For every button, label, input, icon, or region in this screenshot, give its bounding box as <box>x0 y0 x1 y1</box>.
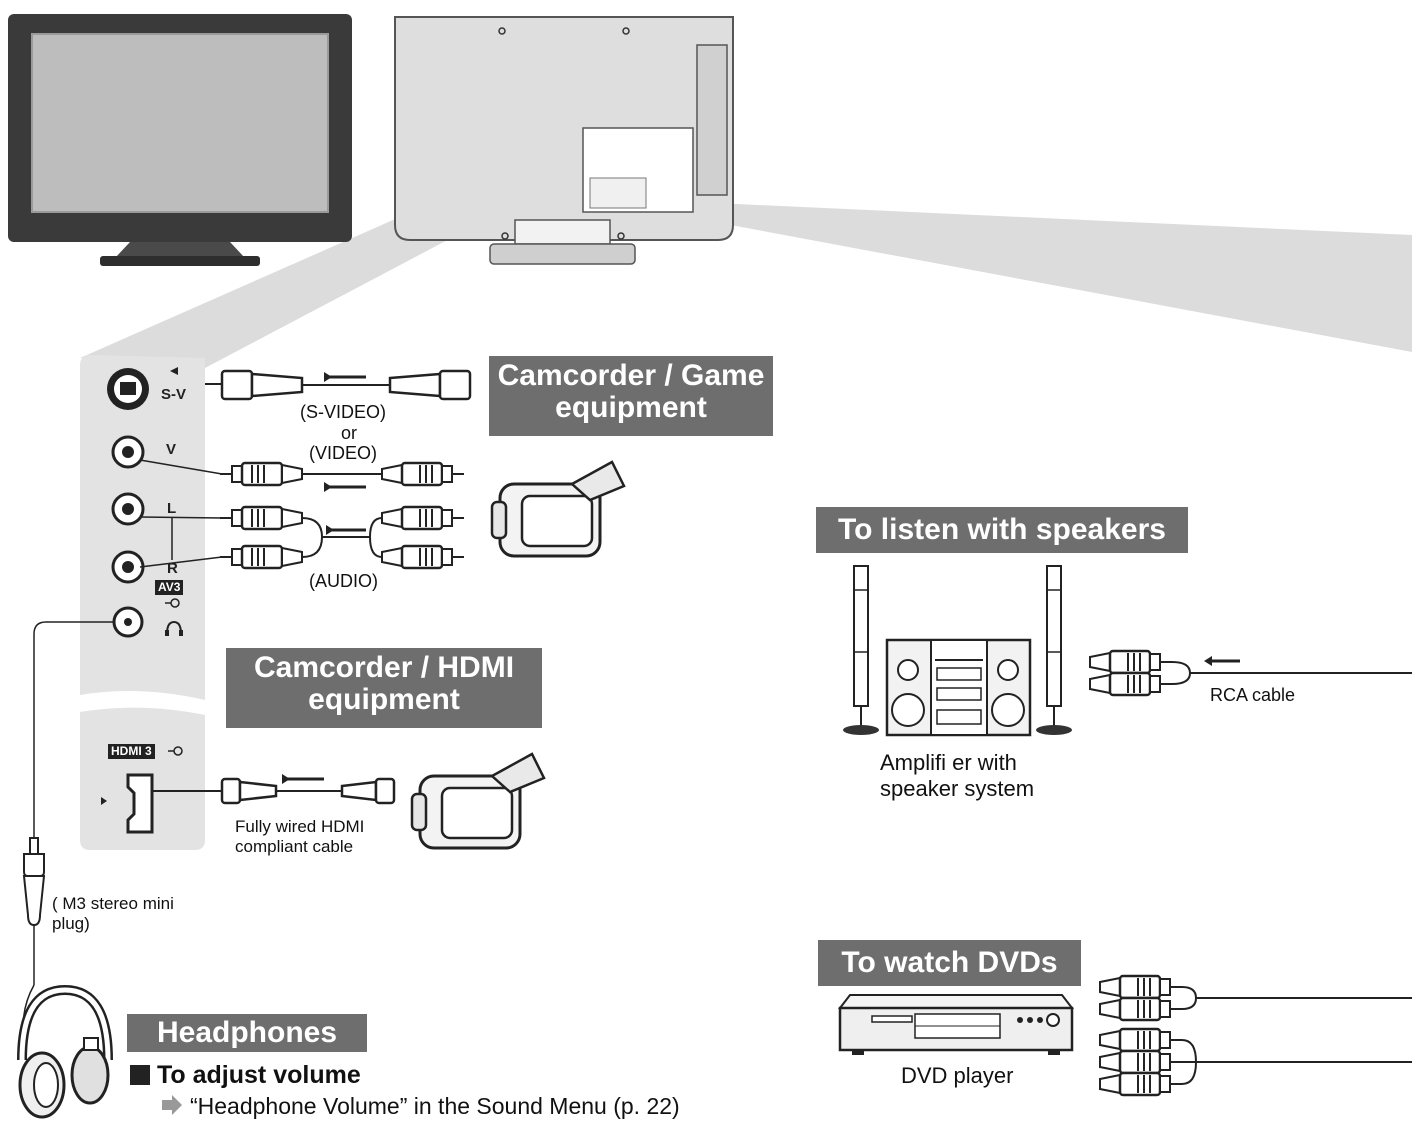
headphone-volume-instruction: “Headphone Volume” in the Sound Menu (p.… <box>190 1093 680 1119</box>
mini-plug-icon <box>22 837 46 927</box>
audio-left-port <box>111 492 145 526</box>
direction-arrow-icon <box>1204 656 1212 666</box>
camcorder-icon <box>410 752 546 850</box>
headphone-jack <box>112 606 144 638</box>
input-arrow-icon <box>101 797 107 805</box>
front-av-panel <box>80 355 205 700</box>
input-terminal-icon <box>165 598 180 608</box>
s-video-cable <box>205 369 472 401</box>
headphones-banner: Headphones <box>127 1014 367 1052</box>
amplifier-icon <box>885 638 1032 737</box>
input-arrow-icon <box>170 367 178 375</box>
audio-right-port <box>111 550 145 584</box>
adjust-volume-heading: To adjust volume <box>157 1061 361 1089</box>
video-cable-label: (VIDEO) <box>309 443 378 463</box>
dvd-player-label: DVD player <box>901 1063 1014 1088</box>
amplifier-label: Amplifi er with speaker system <box>880 750 1035 801</box>
av3-label: AV3 <box>155 580 184 595</box>
zoom-beam-rear-panel <box>650 200 1412 352</box>
dvd-player-icon <box>837 994 1075 1055</box>
s-video-port-label: S-V <box>161 386 187 403</box>
video-port <box>111 435 145 469</box>
headphone-icon <box>165 620 183 636</box>
tv-rear-view <box>394 16 734 265</box>
bullet-square-icon <box>130 1065 150 1085</box>
hdmi-port <box>126 773 154 834</box>
arrow-right-icon <box>162 1095 182 1115</box>
speakers-banner: To listen with speakers <box>816 507 1188 553</box>
mini-plug-label: ( M3 stereo mini plug) <box>52 894 174 933</box>
headphone-cord <box>33 621 113 850</box>
video-port-label: V <box>166 441 177 458</box>
rca-cable-label: RCA cable <box>1210 685 1296 705</box>
hdmi-cable <box>220 777 396 805</box>
input-terminal-icon <box>168 746 183 756</box>
or-label: or <box>341 423 358 443</box>
audio-left-port-label: L <box>167 500 177 517</box>
hdmi3-label: HDMI 3 <box>108 744 155 759</box>
dvds-banner: To watch DVDs <box>818 940 1081 986</box>
camcorder-game-banner: Camcorder / Game equipment <box>489 356 773 436</box>
audio-cable-label: (AUDIO) <box>309 571 378 591</box>
camcorder-hdmi-banner: Camcorder / HDMI equipment <box>226 648 542 728</box>
right-speaker-icon <box>1036 565 1072 735</box>
left-speaker-icon <box>843 565 879 735</box>
hdmi-cable-label: Fully wired HDMI compliant cable <box>235 817 365 856</box>
tv-front-view <box>8 14 352 266</box>
s-video-port <box>107 368 149 410</box>
headphones-icon <box>17 984 113 1119</box>
audio-right-port-label: R <box>167 560 178 577</box>
camcorder-icon <box>490 460 626 558</box>
s-video-cable-label: (S-VIDEO) <box>300 402 387 422</box>
